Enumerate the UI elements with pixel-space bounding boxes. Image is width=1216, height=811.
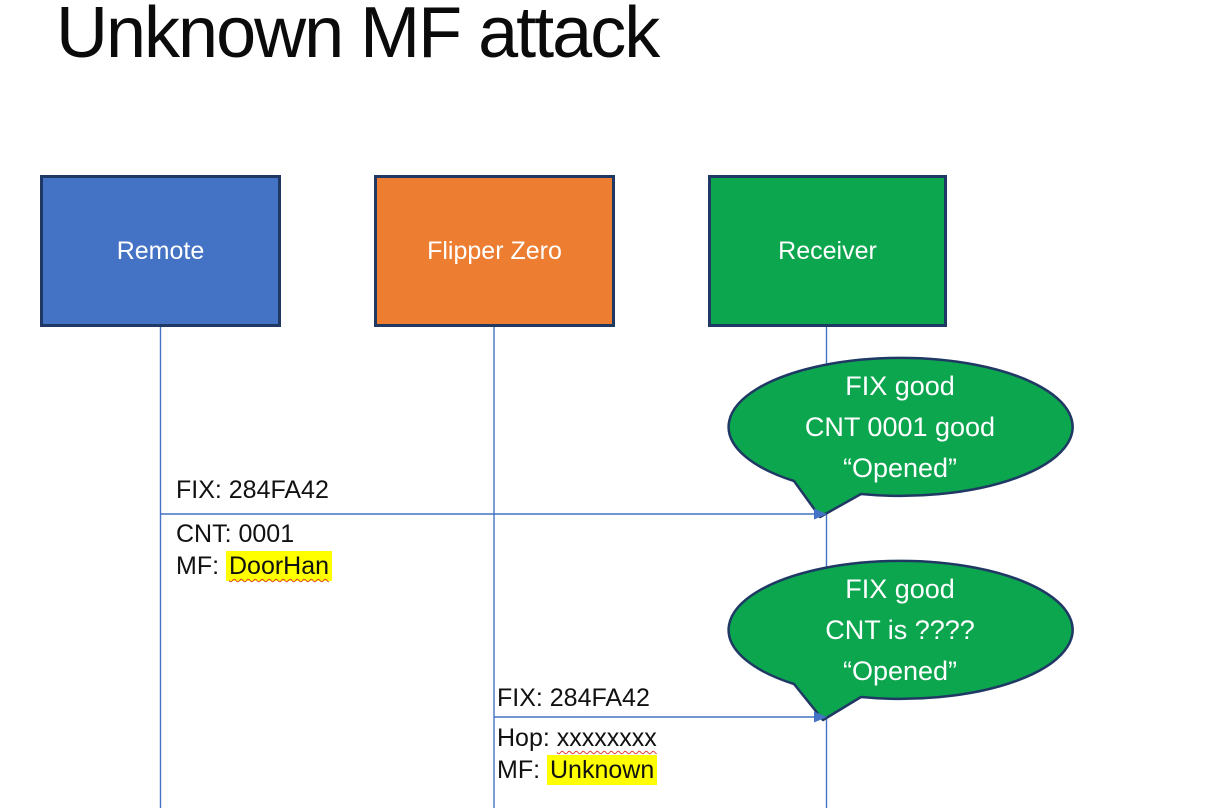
- message-1-fix-label: FIX: 284FA42: [176, 476, 329, 504]
- actor-label-receiver: Receiver: [778, 236, 877, 265]
- message-2-fix-label: FIX: 284FA42: [497, 684, 650, 712]
- actor-label-flipper-zero: Flipper Zero: [427, 236, 562, 265]
- callout-1-line-1: FIX good: [845, 371, 955, 401]
- callout-2-text: FIX good CNT is ???? “Opened”: [728, 569, 1072, 692]
- callout-bubble-1: [727, 356, 1074, 519]
- message-1-mf-label: MF: DoorHan: [176, 551, 333, 581]
- message-2-hop-value: xxxxxxxx: [556, 724, 657, 752]
- message-arrow-1-head: [814, 508, 827, 520]
- callout-1-text: FIX good CNT 0001 good “Opened”: [728, 366, 1072, 489]
- callout-2-line-3: “Opened”: [842, 656, 958, 686]
- callout-1-line-2: CNT 0001 good: [804, 412, 996, 442]
- message-2-mf-prefix: MF:: [497, 756, 547, 784]
- message-1-cnt-label: CNT: 0001: [176, 520, 295, 548]
- callout-1-line-3: “Opened”: [842, 453, 958, 483]
- callout-bubble-2: [727, 559, 1074, 722]
- message-2-mf-label: MF: Unknown: [497, 755, 658, 785]
- message-1-mf-value-highlighted: DoorHan: [226, 551, 333, 581]
- actor-box-receiver: Receiver: [708, 175, 947, 327]
- message-1-mf-prefix: MF:: [176, 552, 226, 580]
- actor-label-remote: Remote: [116, 236, 205, 265]
- callout-2-line-1: FIX good: [845, 574, 955, 604]
- actor-box-remote: Remote: [40, 175, 281, 327]
- message-arrow-2-head: [814, 711, 827, 723]
- message-2-hop-label: Hop: xxxxxxxx: [497, 723, 657, 753]
- page-title: Unknown MF attack: [56, 0, 660, 73]
- actor-box-flipper-zero: Flipper Zero: [374, 175, 615, 327]
- message-2-hop-prefix: Hop:: [497, 724, 557, 752]
- message-2-mf-value-highlighted: Unknown: [547, 755, 658, 785]
- callout-2-line-2: CNT is ????: [825, 615, 975, 645]
